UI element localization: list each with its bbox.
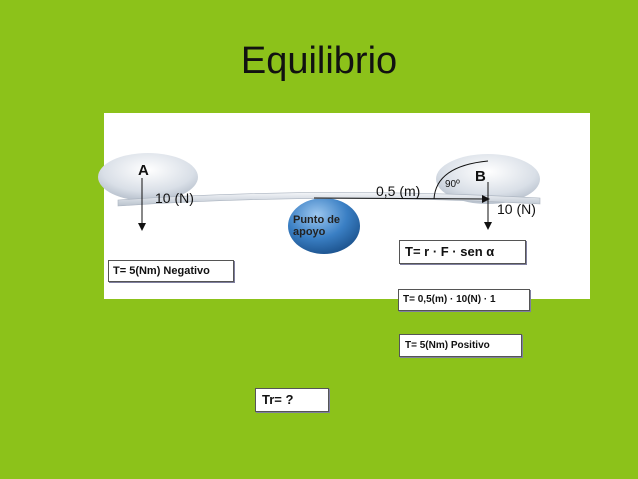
angle-arc [433,160,489,200]
torque-b-box: T= 5(Nm) Positivo [399,334,522,357]
resultant-box: Tr= ? [255,388,329,412]
angle-label: 90º [445,179,460,190]
slide-title: Equilibrio [240,40,398,82]
force-b-label: 10 (N) [497,201,536,217]
pivot-label: Punto de apoyo [293,214,341,238]
point-a-label: A [138,162,149,179]
distance-arrow [313,194,490,203]
substitution-box: T= 0,5(m) · 10(N) · 1 [398,289,530,311]
distance-label: 0,5 (m) [376,183,421,199]
force-a-label: 10 (N) [155,190,194,206]
point-b-label: B [475,168,486,185]
formula-box: T= r · F · sen α [399,240,526,264]
weight-a [98,153,198,201]
torque-a-box: T= 5(Nm) Negativo [108,260,234,282]
pivot-support [288,198,360,254]
